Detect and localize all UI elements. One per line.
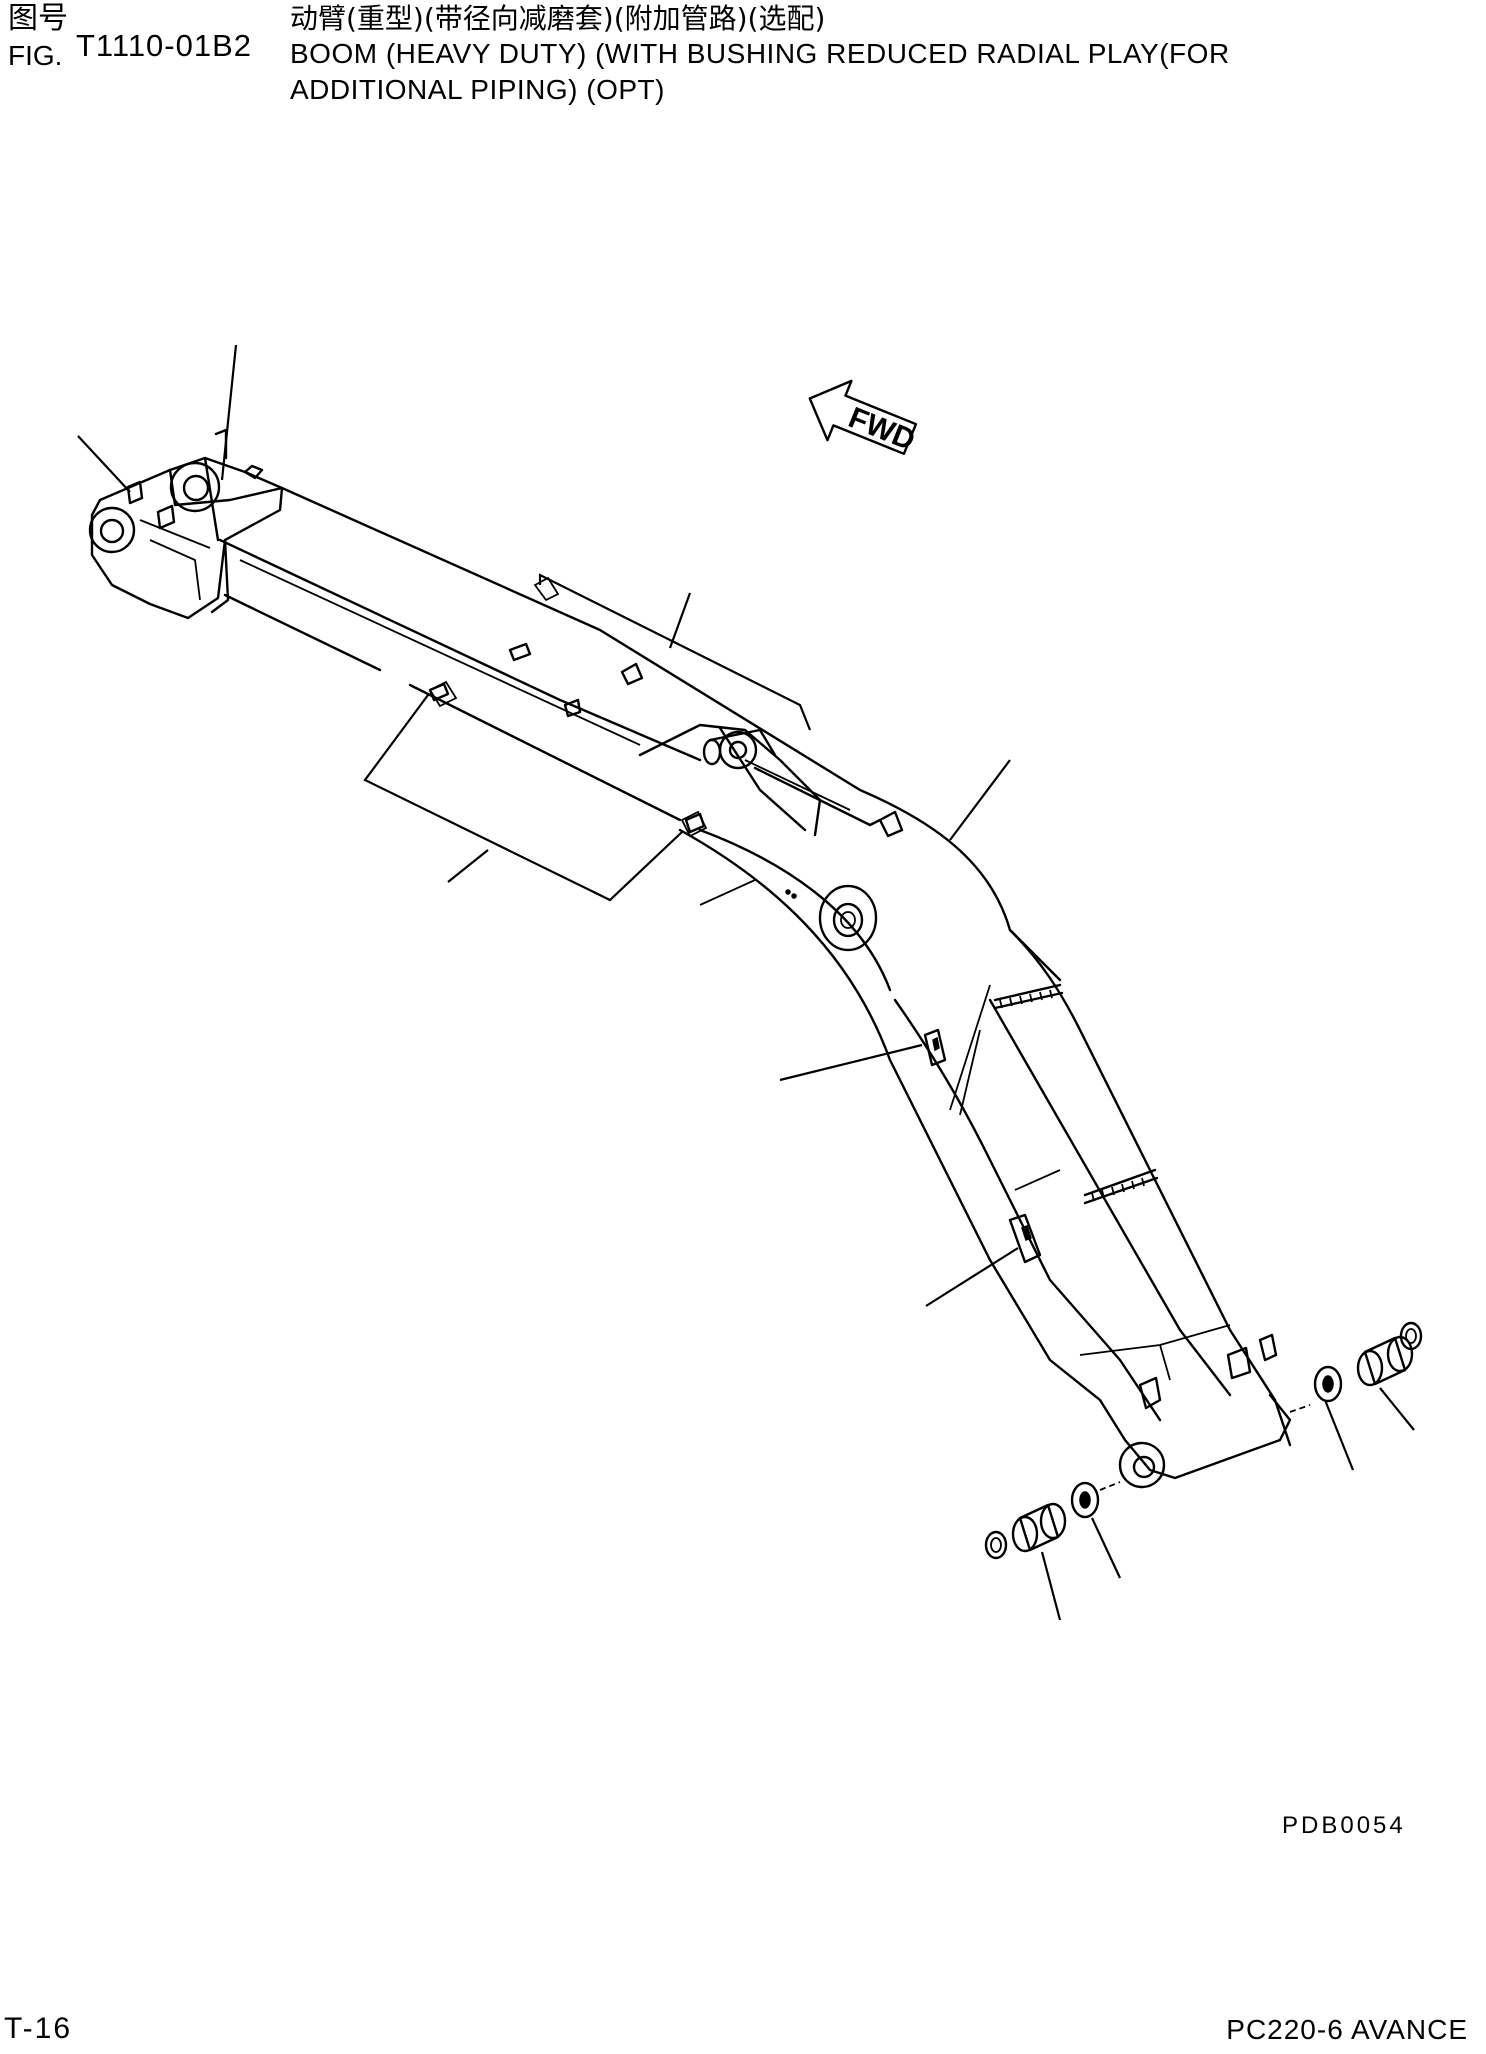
boom-body xyxy=(88,428,1292,1489)
figure-title-en-line-1: BOOM (HEAVY DUTY) (WITH BUSHING REDUCED … xyxy=(290,38,1230,69)
figure-label-cn: 图号 xyxy=(8,1,68,36)
tip-pin-parts-right xyxy=(1289,1321,1423,1413)
shim-right xyxy=(1399,1321,1423,1351)
dust-seal-left xyxy=(1070,1481,1100,1519)
dust-seal-right xyxy=(1313,1365,1343,1403)
figure-title-cn: 动臂(重型)(带径向减磨套)(附加管路)(选配) xyxy=(290,2,826,35)
fwd-direction-arrow: FWD xyxy=(808,379,920,457)
figure-number: T1110-01B2 xyxy=(76,28,253,63)
figure-title-en-line-2: ADDITIONAL PIPING) (OPT) xyxy=(290,74,665,105)
pad-group xyxy=(363,573,812,902)
tip-pin-parts-left xyxy=(984,1481,1121,1560)
illustration-reference-code: PDB0054 xyxy=(1282,1812,1406,1839)
bushing-right xyxy=(1363,1336,1407,1386)
shim-left xyxy=(984,1530,1008,1560)
machine-model: PC220-6 AVANCE xyxy=(1226,2014,1468,2045)
figure-label-en: FIG. xyxy=(8,40,63,71)
leader-lines xyxy=(77,344,1415,1621)
bushing-left xyxy=(1018,1503,1060,1552)
page-number: T-16 xyxy=(4,2012,73,2045)
figure-title-en: BOOM (HEAVY DUTY) (WITH BUSHING REDUCED … xyxy=(290,36,1390,108)
